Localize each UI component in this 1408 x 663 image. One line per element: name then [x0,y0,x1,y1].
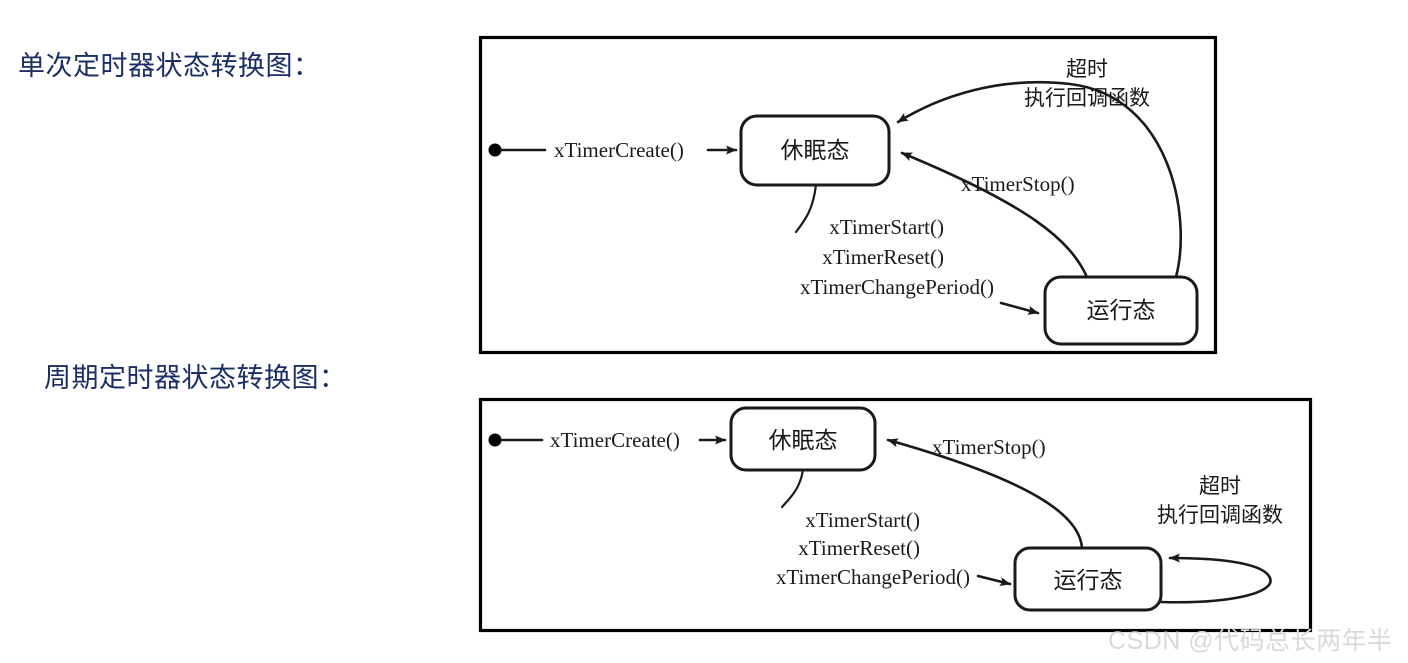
page-title-one-shot: 单次定时器状态转换图： [18,51,321,81]
transition-label-xtimerstart: xTimerStart() [805,508,920,532]
state-box-running[interactable] [1013,546,1163,612]
edge-dormant-to-running [780,468,805,509]
edge-to-running-arrow [976,574,1012,586]
state-box-running[interactable] [1043,275,1199,346]
start-state-dot [488,143,502,157]
transition-label-timeout-line1: 超时 [1199,475,1241,498]
edge-running-self-loop-timeout [1159,553,1272,604]
diagram-frame [478,35,1218,355]
transition-label-xtimerchangeperiod: xTimerChangePeriod() [800,275,994,299]
edge-running-to-dormant-stop [900,151,1089,279]
edge-running-to-dormant-stop [886,438,1084,550]
state-label-dormant: 休眠态 [769,427,838,453]
transition-label-xtimerchangeperiod: xTimerChangePeriod() [776,565,970,589]
diagram-frame [478,397,1313,633]
transition-label-timeout-line2: 执行回调函数 [1157,504,1283,527]
state-label-running: 运行态 [1054,567,1123,593]
state-label-running: 运行态 [1087,297,1156,323]
state-label-dormant: 休眠态 [781,137,850,163]
transition-label-xtimerstart: xTimerStart() [829,215,944,239]
transition-label-timeout-line1: 超时 [1066,58,1108,81]
csdn-watermark: CSDN @代码总长两年半 [1108,627,1393,655]
one-shot-timer-state-diagram: xTimerCreate() 休眠态 运行态 xTimerStart() xTi… [470,26,1230,366]
transition-label-xtimerreset: xTimerReset() [798,536,920,560]
edge-running-to-dormant-timeout [896,80,1183,279]
start-state-dot [488,433,502,447]
edge-dormant-to-running [794,183,818,234]
transition-label-timeout-line2: 执行回调函数 [1024,87,1150,110]
transition-label-xtimercreate: xTimerCreate() [554,138,684,162]
transition-label-xtimercreate: xTimerCreate() [550,428,680,452]
page-title-periodic: 周期定时器状态转换图： [44,363,347,393]
transition-label-xtimerstop: xTimerStop() [961,172,1075,196]
transition-label-xtimerreset: xTimerReset() [822,245,944,269]
transition-label-xtimerstop: xTimerStop() [932,435,1046,459]
edge-to-running-arrow [999,301,1040,315]
periodic-timer-state-diagram: xTimerCreate() 休眠态 运行态 xTimerStart() xTi… [470,388,1330,648]
